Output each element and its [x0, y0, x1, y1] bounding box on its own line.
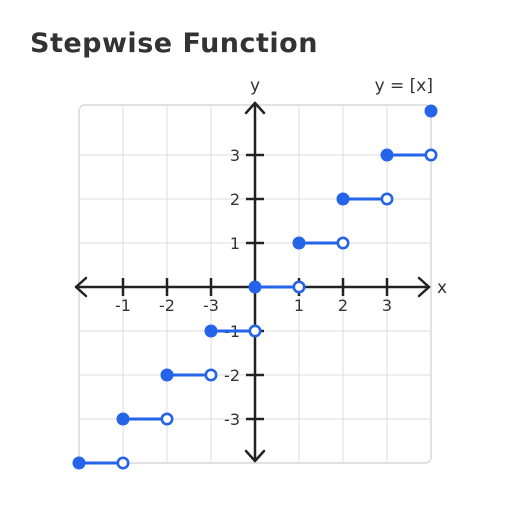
x-tick-label: 1 [294, 296, 304, 315]
closed-point [424, 104, 438, 118]
y-tick-label: 2 [230, 190, 240, 209]
x-tick-label: -1 [115, 296, 131, 315]
x-axis-arrow-left [74, 276, 88, 298]
y-axis-arrow-down [244, 449, 266, 463]
open-point [116, 456, 130, 470]
y-tick-label: -2 [224, 366, 240, 385]
x-tick-label: 2 [338, 296, 348, 315]
open-point [204, 368, 218, 382]
closed-point [336, 192, 350, 206]
series [72, 104, 438, 470]
y-tick-label: -3 [224, 410, 240, 429]
x-tick-label: 3 [382, 296, 392, 315]
closed-point [248, 280, 262, 294]
open-point [292, 280, 306, 294]
open-point [380, 192, 394, 206]
y-tick-label: 1 [230, 234, 240, 253]
x-tick-label: -3 [203, 296, 219, 315]
y-axis-label: y [250, 76, 260, 96]
open-point [424, 148, 438, 162]
closed-point [292, 236, 306, 250]
closed-point [116, 412, 130, 426]
y-tick-label: 3 [230, 146, 240, 165]
closed-point [380, 148, 394, 162]
closed-point [72, 456, 86, 470]
closed-point [204, 324, 218, 338]
open-point [248, 324, 262, 338]
function-label: y = [x] [375, 76, 433, 96]
x-axis-label: x [437, 278, 447, 298]
x-tick-label: -2 [159, 296, 175, 315]
y-axis-arrow-up [244, 101, 266, 115]
closed-point [160, 368, 174, 382]
chart-title: Stepwise Function [30, 28, 318, 59]
open-point [336, 236, 350, 250]
x-axis-arrow-right [417, 276, 431, 298]
open-point [160, 412, 174, 426]
